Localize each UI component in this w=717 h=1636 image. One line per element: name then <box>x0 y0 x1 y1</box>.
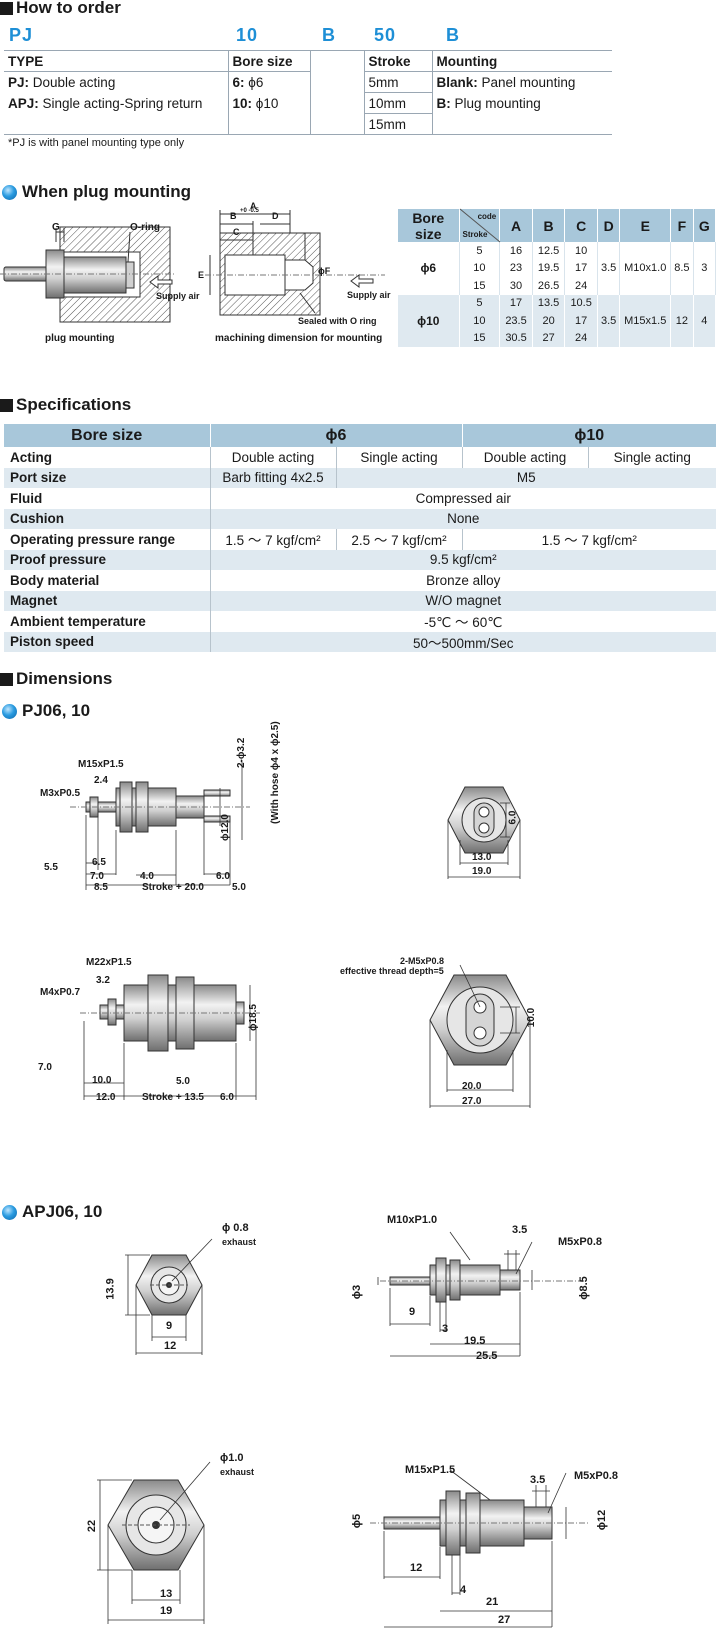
order-table: TYPE Bore size Stroke Mounting PJ: Doubl… <box>4 50 612 135</box>
order-mount-b: B: Plug mounting <box>431 92 612 114</box>
how-to-order-heading: How to order <box>0 0 121 18</box>
order-type-apj: APJ: Single acting-Spring return <box>8 95 203 111</box>
plug-table-code-header: code Stroke <box>459 208 501 243</box>
table-row: Acting Double acting Single acting Doubl… <box>4 447 716 468</box>
table-row: Body material Bronze alloy <box>4 570 716 591</box>
plug-mounting-heading: When plug mounting <box>2 182 191 202</box>
spec-bore-label: Bore size <box>4 424 211 447</box>
plug-caption: plug mounting <box>45 333 115 344</box>
table-row: Cushion None <box>4 508 716 529</box>
plug-label-g: G <box>52 222 60 233</box>
dimensions-heading: Dimensions <box>0 669 112 689</box>
order-bore-6: 6: ϕ6 <box>227 71 310 93</box>
pj06-side-drawing <box>70 760 250 890</box>
square-bullet-icon <box>0 1 13 15</box>
spec-bore-10: ϕ10 <box>462 424 716 447</box>
apj06-side-drawing <box>377 1231 580 1357</box>
plug-table-col-b: B <box>532 209 566 242</box>
machining-caption: machining dimension for mounting <box>215 333 383 344</box>
pj06-end-drawing <box>447 786 521 879</box>
spec-bore-6: ϕ6 <box>210 424 463 447</box>
pj10-side-drawing <box>80 974 260 1100</box>
plug-table-col-f: F <box>670 209 694 242</box>
order-code-type: PJ <box>9 25 34 45</box>
blue-bullet-icon <box>2 703 17 719</box>
machining-label-a: A <box>250 201 257 211</box>
order-code-mount2: B <box>446 25 460 45</box>
order-header-mounting: Mounting <box>431 50 612 72</box>
pj10-end-drawing <box>429 964 531 1108</box>
table-row: Operating pressure range 1.5 ～ 7 kgf/cm²… <box>4 529 716 550</box>
machining-label-c: C <box>233 227 240 237</box>
plug-mounting-drawing <box>0 226 175 323</box>
order-stroke-15: 15mm <box>363 113 432 135</box>
order-code-bore: 10 <box>236 25 259 45</box>
plug-table-col-e: E <box>619 209 672 242</box>
order-header-stroke: Stroke <box>363 50 432 72</box>
table-row: Magnet W/O magnet <box>4 590 716 611</box>
table-row: ϕ6 5 16 12.5 10 3.5 M10x1.0 8.5 3 <box>398 242 717 295</box>
apj10-end-drawing <box>97 1461 211 1624</box>
blue-bullet-icon <box>2 1204 17 1220</box>
machining-label-sealed: Sealed with O ring <box>298 316 377 326</box>
square-bullet-icon <box>0 672 13 686</box>
machining-dimension-drawing <box>205 210 385 316</box>
machining-label-f: ϕF <box>318 266 331 276</box>
order-bore-10: 10: ϕ10 <box>227 92 310 114</box>
table-row: 15 30 26.5 24 <box>398 277 716 295</box>
order-type-pj: PJ: Double acting <box>8 74 116 90</box>
plug-table-col-a: A <box>499 209 533 242</box>
plug-label-supply1: Supply air <box>156 291 200 301</box>
table-row: Fluid Compressed air <box>4 488 716 509</box>
machining-label-supply2: Supply air <box>347 290 391 300</box>
order-stroke-5: 5mm <box>363 71 432 93</box>
table-row: 15 30.5 27 24 <box>398 329 716 347</box>
table-row: 10 23.5 20 17 <box>398 312 716 330</box>
pj-heading: PJ06, 10 <box>2 701 90 721</box>
blue-bullet-icon <box>2 184 17 200</box>
order-code-stroke: 50 <box>374 25 397 45</box>
plug-table-col-d: D <box>597 209 621 242</box>
apj-heading: APJ06, 10 <box>2 1202 102 1222</box>
plug-table-bore-header: Bore size <box>398 209 460 242</box>
table-row: Piston speed 50～500mm/Sec <box>4 631 716 652</box>
order-mount-blank: Blank: Panel mounting <box>431 71 612 93</box>
plug-table-col-c: C <box>564 209 598 242</box>
plug-mounting-table: Bore size code Stroke A B C D E F G ϕ6 5… <box>398 208 717 347</box>
order-header-type: TYPE <box>4 50 228 72</box>
specifications-heading: Specifications <box>0 395 131 415</box>
order-code-mount1: B <box>322 25 336 45</box>
table-row: ϕ10 5 17 13.5 10.5 3.5 M15x1.5 12 4 <box>398 294 717 347</box>
order-stroke-10: 10mm <box>363 92 432 114</box>
order-note: *PJ is with panel mounting type only <box>8 137 185 149</box>
machining-label-tol: +0 -0.5 <box>240 208 259 214</box>
specifications-table: Bore size ϕ6 ϕ10 Acting Double acting Si… <box>4 424 716 652</box>
table-row: Ambient temperature -5℃ ～ 60℃ <box>4 611 716 632</box>
order-header-bore: Bore size <box>227 50 310 72</box>
table-row: 10 23 19.5 17 <box>398 259 716 277</box>
plug-table-col-g: G <box>693 209 717 242</box>
plug-label-oring: O-ring <box>130 222 160 233</box>
apj06-end-drawing <box>125 1238 213 1355</box>
machining-label-b: B <box>230 211 237 221</box>
table-row: Proof pressure 9.5 kgf/cm² <box>4 549 716 570</box>
table-row: Bore size ϕ6 ϕ10 <box>4 424 716 447</box>
apj10-side-drawing <box>370 1469 590 1628</box>
machining-label-e: E <box>198 270 205 280</box>
square-bullet-icon <box>0 398 13 412</box>
table-row: Port size Barb fitting 4x2.5 M5 <box>4 467 716 488</box>
machining-label-d: D <box>272 211 279 221</box>
